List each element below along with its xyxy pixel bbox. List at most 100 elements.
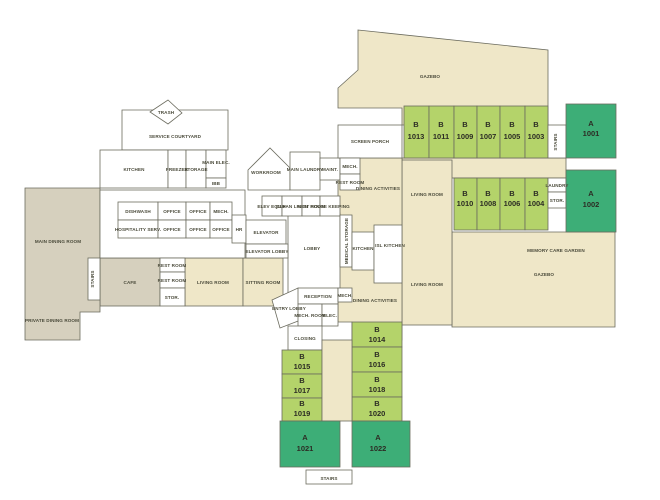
unit-1021[interactable] xyxy=(279,420,341,468)
main-dining-label: MAIN DINING ROOM xyxy=(35,239,81,244)
unit-1011-number: 1011 xyxy=(433,132,449,141)
elec-label: ELEC. xyxy=(323,313,337,318)
maint-label: MAINT. xyxy=(322,167,338,172)
unit-1001-type: A xyxy=(588,119,594,128)
unit-row-middle xyxy=(453,169,617,233)
office-1-label: OFFICE xyxy=(163,209,180,214)
sitting-room-label: SITTING ROOM xyxy=(246,280,281,285)
living-room-right-area[interactable] xyxy=(401,159,453,326)
stairs-bottom-label: STAIRS xyxy=(320,476,337,481)
unit-1007-number: 1007 xyxy=(480,132,497,141)
dining-activities-top-label: DINING ACTIVITIES xyxy=(356,186,400,191)
stor-left-area[interactable] xyxy=(159,287,186,307)
living-room-left-area[interactable] xyxy=(184,257,244,307)
lobby-label: LOBBY xyxy=(304,246,321,251)
unit-1006-number: 1006 xyxy=(504,199,521,208)
lobby-area[interactable] xyxy=(287,212,341,294)
stairs-left-label: STAIRS xyxy=(90,270,95,287)
mech-low-area[interactable] xyxy=(337,287,353,303)
trash-area[interactable] xyxy=(149,99,183,125)
unit-1016-number: 1016 xyxy=(369,360,386,369)
gazebo-top-label: GAZEBO xyxy=(420,74,441,79)
unit-1009-number: 1009 xyxy=(457,132,474,141)
isl-kitchen-area[interactable] xyxy=(373,224,403,284)
unit-1014-type: B xyxy=(374,325,380,334)
gazebo-right-label: GAZEBO xyxy=(534,272,555,277)
office-4-label: OFFICE xyxy=(189,227,206,232)
unit-1016[interactable] xyxy=(351,346,403,373)
main-laundry-label: MAIN LAUNDRY xyxy=(287,167,324,172)
unit-1005-number: 1005 xyxy=(504,132,521,141)
rest-room-top-label: REST ROOM xyxy=(336,180,365,185)
unit-1020-type: B xyxy=(374,399,380,408)
elevator-lobby-area[interactable] xyxy=(245,243,289,259)
unit-1007-type: B xyxy=(485,120,491,129)
memory-care-garden-label: MEMORY CARE GARDEN xyxy=(527,248,585,253)
mech-mid-label: MECH. xyxy=(213,209,228,214)
ibb-area[interactable] xyxy=(205,177,227,189)
south-corridor xyxy=(321,339,353,422)
rest-room-top-area[interactable] xyxy=(339,173,361,191)
room-labels: TRASH SERVICE COURTYARD KITCHEN FREEZER … xyxy=(25,74,585,481)
trash-label: TRASH xyxy=(158,110,175,115)
unit-1017-type: B xyxy=(299,376,305,385)
service-courtyard-area xyxy=(121,109,229,151)
gazebo-top-area[interactable] xyxy=(337,29,549,126)
service-courtyard-label: SERVICE COURTYARD xyxy=(149,134,202,139)
reception-label: RECEPTION xyxy=(304,294,332,299)
unit-1022[interactable] xyxy=(351,420,411,468)
main-elec-label: MAIN ELEC. xyxy=(202,160,230,165)
workroom-area[interactable] xyxy=(247,147,291,191)
unit-1014[interactable] xyxy=(351,321,403,348)
unit-1011-type: B xyxy=(438,120,444,129)
private-dining-label: PRIVATE DINING ROOM xyxy=(25,318,79,323)
cafe-label: CAFE xyxy=(124,280,137,285)
closing-label: CLOSING xyxy=(294,336,316,341)
unit-1008-number: 1008 xyxy=(480,199,497,208)
unit-1020[interactable] xyxy=(351,396,403,422)
unit-1004-type: B xyxy=(533,189,539,198)
elec-area[interactable] xyxy=(321,303,339,327)
hospitality-label: HOSPITALITY SERV. xyxy=(115,227,161,232)
unit-1002[interactable] xyxy=(565,169,617,233)
screen-porch-area[interactable] xyxy=(337,124,403,159)
main-laundry-area[interactable] xyxy=(289,151,321,191)
unit-1015-type: B xyxy=(299,352,305,361)
unit-1019-number: 1019 xyxy=(294,409,311,418)
unit-1006-type: B xyxy=(509,189,515,198)
unit-1008-type: B xyxy=(485,189,491,198)
mech-low-label: MECH. xyxy=(337,293,352,298)
unit-1022-number: 1022 xyxy=(370,444,387,453)
unit-1011[interactable] xyxy=(428,105,455,159)
kitchen-mid-area[interactable] xyxy=(351,231,375,271)
unit-1010-type: B xyxy=(462,189,468,198)
stairs-bottom-area[interactable] xyxy=(305,469,353,485)
mech-top-label: MECH. xyxy=(342,164,357,169)
kitchen-mid-label: KITCHEN xyxy=(352,246,374,251)
unit-1005-type: B xyxy=(509,120,515,129)
unit-1005[interactable] xyxy=(499,105,526,159)
housekeeping-label: HOUSE KEEPING xyxy=(310,204,350,209)
office-3-label: OFFICE xyxy=(163,227,180,232)
medical-storage-label: MEDICAL STORAGE xyxy=(344,218,349,264)
unit-1015[interactable] xyxy=(281,349,323,375)
stor-left-label: STOR. xyxy=(165,295,179,300)
unit-1003-type: B xyxy=(533,120,539,129)
unit-1017-number: 1017 xyxy=(294,386,311,395)
unit-1014-number: 1014 xyxy=(369,335,387,344)
elevator-label: ELEVATOR xyxy=(253,230,279,235)
unit-1015-number: 1015 xyxy=(294,362,311,371)
memory-care-garden-area[interactable] xyxy=(451,231,616,328)
kitchen-area[interactable] xyxy=(99,149,169,189)
entry-lobby-label: ENTRY LOBBY xyxy=(272,306,306,311)
unit-1001[interactable] xyxy=(565,103,617,159)
unit-1004-number: 1004 xyxy=(528,199,546,208)
rest-room-mid-label: REST ROOM xyxy=(297,204,326,209)
stairs-right-label: STAIRS xyxy=(553,133,558,150)
mech-room-label: MECH. ROOM xyxy=(294,313,325,318)
unit-1006[interactable] xyxy=(499,177,526,231)
clean-linen-label: CLEAN LINEN xyxy=(276,204,309,209)
housekeeping-area[interactable] xyxy=(319,195,341,217)
stairs-left-area[interactable] xyxy=(87,257,101,301)
